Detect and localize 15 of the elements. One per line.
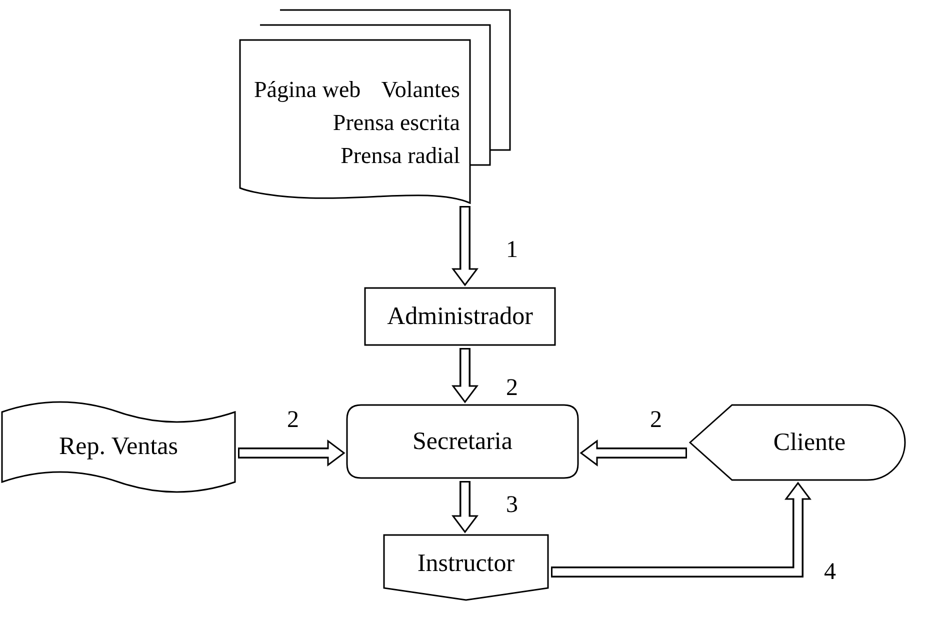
hollow-arrow xyxy=(452,348,478,404)
list-item: Prensa escrita xyxy=(332,111,460,134)
node-label: Instructor xyxy=(417,548,515,579)
node-label: Rep. Ventas xyxy=(59,432,178,462)
hollow-arrow xyxy=(452,481,478,534)
list-item: Prensa radial xyxy=(340,144,460,167)
list-item: Página web xyxy=(254,78,361,101)
node-label: Cliente xyxy=(773,428,846,458)
hollow-arrow xyxy=(238,440,346,466)
hollow-arrow xyxy=(580,440,687,466)
node-label: Secretaria xyxy=(412,426,512,457)
node-label: Administrador xyxy=(387,302,533,332)
hollow-arrow xyxy=(452,206,478,286)
list-item: Volantes xyxy=(381,78,460,101)
hollow-arrow xyxy=(551,482,812,578)
